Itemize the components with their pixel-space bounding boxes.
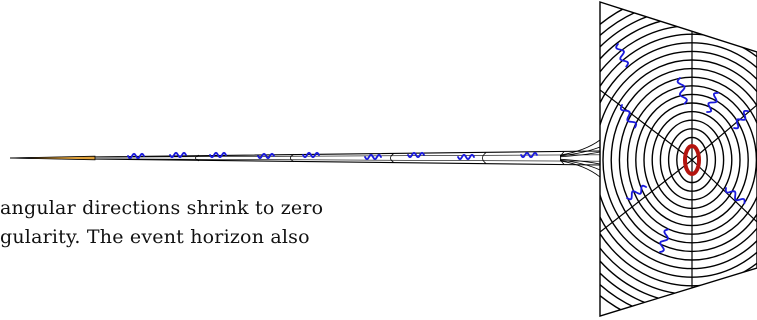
wave-squiggles [127, 43, 749, 253]
singularity-ring [683, 144, 701, 176]
funnel-line [559, 151, 601, 158]
needle-arc [195, 154, 200, 162]
ring [618, 76, 757, 244]
needle-tip [9, 155, 96, 161]
needle-funnel-lines [559, 139, 601, 178]
spoke [600, 159, 693, 233]
needle-wave [457, 153, 475, 161]
needle-wave [407, 151, 425, 159]
panel-wave [706, 92, 719, 113]
needle-inner-line [94, 158, 601, 162]
needle-arc [482, 152, 487, 164]
funnel-line [559, 160, 601, 178]
ring [602, 59, 757, 261]
panel-wave [659, 228, 670, 253]
radial-spokes [600, 20, 757, 300]
spoke [691, 159, 757, 223]
needle-wave [209, 151, 227, 159]
funnel-line [559, 159, 601, 171]
needle-arc [290, 153, 295, 163]
needle-wave [364, 153, 382, 161]
spoke [691, 104, 757, 161]
needle-wave [127, 152, 145, 160]
caption-line-2: gularity. The event horizon also [0, 226, 310, 248]
needle-wave [169, 151, 187, 159]
panel-wave [615, 43, 629, 68]
spoke [600, 89, 693, 161]
needle-wave [520, 151, 538, 159]
panel-wave [619, 104, 638, 129]
panel-outline [599, 1, 757, 317]
funnel-line [559, 158, 601, 165]
panel-wave [676, 77, 688, 105]
needle-arc [560, 151, 565, 165]
panel-wave [626, 184, 647, 201]
needle-wave [302, 151, 320, 159]
needle-arc [390, 153, 395, 163]
funnel-line [559, 139, 601, 156]
caption-line-1: angular directions shrink to zero [0, 197, 324, 219]
needle-wave [257, 152, 275, 160]
ring [600, 33, 757, 287]
panel-wave [733, 110, 749, 130]
panel-wave [724, 187, 746, 205]
funnel-line [559, 146, 601, 157]
